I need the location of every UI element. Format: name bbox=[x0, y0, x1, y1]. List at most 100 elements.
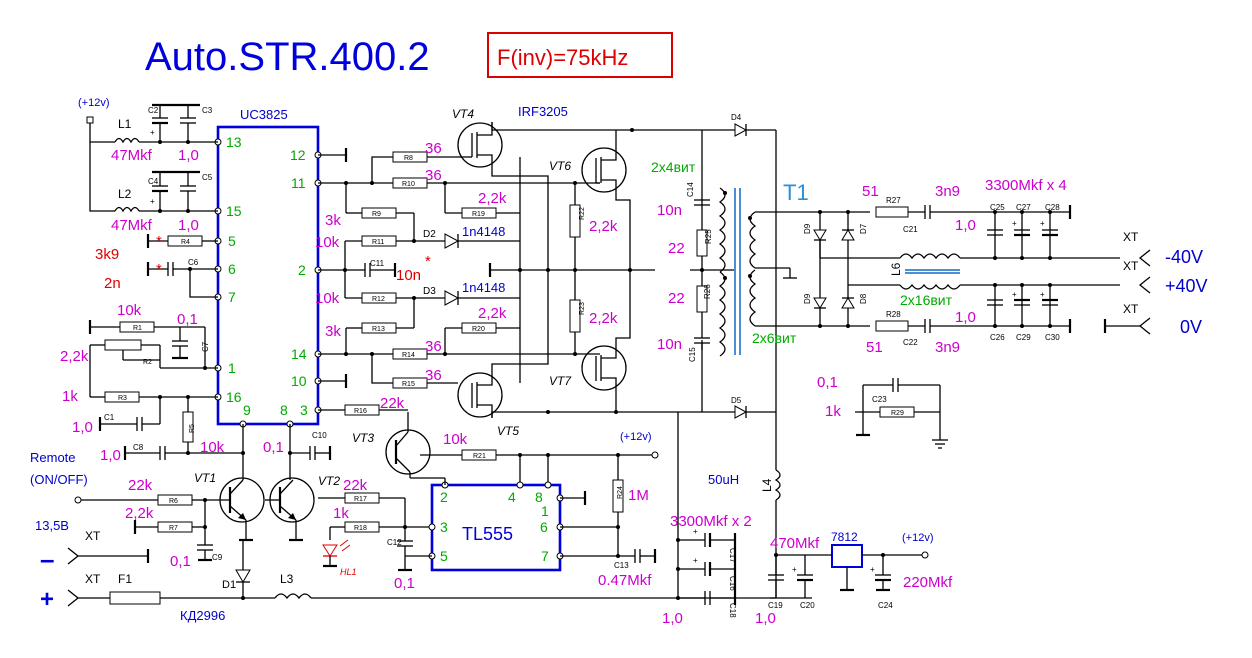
svg-text:C8: C8 bbox=[133, 443, 144, 452]
svg-text:3300Mkf x 4: 3300Mkf x 4 bbox=[985, 177, 1067, 194]
svg-text:D3: D3 bbox=[423, 286, 436, 297]
svg-text:C15: C15 bbox=[688, 347, 697, 362]
svg-text:C2: C2 bbox=[148, 106, 159, 115]
svg-text:R8: R8 bbox=[404, 155, 413, 162]
rectifier-output: D9 D7 D9 D8 L6 2x16вит R27 C21 51 3n9 R2… bbox=[803, 177, 1120, 356]
regulator-label: 7812 bbox=[831, 530, 858, 544]
svg-text:2,2k: 2,2k bbox=[125, 505, 154, 522]
svg-text:10k: 10k bbox=[443, 431, 468, 448]
svg-text:0.47Mkf: 0.47Mkf bbox=[598, 572, 652, 589]
svg-text:XT: XT bbox=[85, 572, 101, 586]
input-filter: (+12v) L1 47Mkf C2 + C3 1,0 L2 47Mkf C4 … bbox=[78, 97, 218, 234]
svg-text:L3: L3 bbox=[280, 572, 294, 586]
svg-text:D9: D9 bbox=[803, 223, 812, 234]
lower-gate-drive: R14 36 R15 36 R12 10k D3 1n4148 R13 3k R… bbox=[315, 263, 655, 389]
svg-text:R23: R23 bbox=[579, 302, 586, 315]
svg-text:(+12v): (+12v) bbox=[902, 532, 934, 544]
svg-text:1,0: 1,0 bbox=[662, 610, 683, 627]
svg-text:1,0: 1,0 bbox=[178, 217, 199, 234]
svg-text:C16: C16 bbox=[728, 576, 737, 591]
svg-text:5: 5 bbox=[440, 548, 448, 564]
svg-text:+: + bbox=[1040, 219, 1045, 228]
svg-text:R11: R11 bbox=[372, 239, 384, 246]
svg-text:R1: R1 bbox=[133, 325, 142, 332]
svg-text:C26: C26 bbox=[990, 333, 1005, 342]
svg-text:C19: C19 bbox=[768, 601, 783, 610]
svg-text:R29: R29 bbox=[891, 410, 904, 417]
svg-text:36: 36 bbox=[425, 167, 442, 184]
svg-text:R10: R10 bbox=[402, 181, 415, 188]
pin-2: 2 bbox=[298, 262, 306, 278]
svg-text:XT: XT bbox=[1123, 259, 1139, 273]
mosfet-bridge: VT4 IRF3205 VT6 VT7 VT5 R22 R23 2,2k 2,2… bbox=[452, 104, 702, 438]
svg-text:XT: XT bbox=[1123, 302, 1139, 316]
svg-text:C3: C3 bbox=[202, 106, 213, 115]
svg-text:3: 3 bbox=[440, 519, 448, 535]
svg-text:R27: R27 bbox=[886, 196, 901, 205]
svg-text:+: + bbox=[40, 586, 54, 613]
svg-text:C10: C10 bbox=[312, 431, 327, 440]
svg-text:22: 22 bbox=[668, 290, 685, 307]
svg-text:C13: C13 bbox=[614, 561, 629, 570]
svg-text:3k9: 3k9 bbox=[95, 246, 119, 263]
pin-8: 8 bbox=[280, 402, 288, 418]
svg-text:L4: L4 bbox=[760, 478, 774, 492]
svg-text:1,0: 1,0 bbox=[178, 147, 199, 164]
svg-text:R25: R25 bbox=[704, 229, 713, 244]
pin-6: 6 bbox=[228, 261, 236, 277]
svg-text:2,2k: 2,2k bbox=[478, 190, 507, 207]
svg-text:R6: R6 bbox=[169, 498, 178, 505]
svg-text:D7: D7 bbox=[859, 223, 868, 234]
svg-text:+: + bbox=[870, 565, 875, 574]
svg-text:6: 6 bbox=[540, 519, 548, 535]
svg-text:C30: C30 bbox=[1045, 333, 1060, 342]
pin-13: 13 bbox=[226, 134, 242, 150]
svg-text:+: + bbox=[150, 197, 155, 206]
svg-text:L1: L1 bbox=[118, 117, 132, 131]
svg-text:3k: 3k bbox=[325, 323, 341, 340]
pin-3: 3 bbox=[300, 402, 308, 418]
svg-text:22k: 22k bbox=[380, 395, 405, 412]
svg-text:VT4: VT4 bbox=[452, 107, 474, 121]
svg-text:L2: L2 bbox=[118, 187, 132, 201]
svg-text:VT5: VT5 bbox=[497, 424, 519, 438]
svg-text:10k: 10k bbox=[117, 302, 142, 319]
svg-text:50uH: 50uH bbox=[708, 472, 739, 487]
svg-text:1n4148: 1n4148 bbox=[462, 224, 505, 239]
svg-text:10k: 10k bbox=[200, 439, 225, 456]
svg-text:R13: R13 bbox=[372, 326, 385, 333]
svg-text:2x6вит: 2x6вит bbox=[752, 330, 797, 346]
upper-gate-drive: R8 36 R10 36 R9 3k R11 10k D2 1n4148 R19… bbox=[315, 140, 600, 270]
svg-text:0,1: 0,1 bbox=[394, 575, 415, 592]
svg-text:22k: 22k bbox=[128, 477, 153, 494]
feedback-network: R1 10k 0,1 C7 R2 2,2k R3 1k bbox=[60, 302, 245, 478]
svg-text:C29: C29 bbox=[1016, 333, 1031, 342]
svg-text:+: + bbox=[693, 527, 698, 536]
svg-text:1: 1 bbox=[541, 503, 549, 519]
svg-text:*: * bbox=[425, 253, 431, 270]
svg-text:13,5В: 13,5В bbox=[35, 518, 69, 533]
svg-text:2,2k: 2,2k bbox=[589, 310, 618, 327]
svg-text:+: + bbox=[792, 565, 797, 574]
svg-text:–: – bbox=[40, 544, 54, 574]
svg-text:R18: R18 bbox=[354, 525, 367, 532]
svg-text:IRF3205: IRF3205 bbox=[518, 104, 568, 119]
svg-text:C5: C5 bbox=[202, 173, 213, 182]
uc3825-chip bbox=[216, 125, 320, 426]
svg-text:470Mkf: 470Mkf bbox=[770, 535, 820, 552]
svg-text:1n4148: 1n4148 bbox=[462, 280, 505, 295]
pin-7: 7 bbox=[228, 289, 236, 305]
svg-text:C27: C27 bbox=[1016, 203, 1031, 212]
svg-text:R3: R3 bbox=[118, 395, 127, 402]
schematic-title: Auto.STR.400.2 bbox=[145, 35, 430, 79]
svg-text:1k: 1k bbox=[825, 403, 841, 420]
pin-5: 5 bbox=[228, 233, 236, 249]
transformer-t1: D4 D5 C14 R25 R26 C15 10n 22 22 10n 2x4в… bbox=[651, 113, 870, 470]
output-0v: 0V bbox=[1180, 317, 1202, 337]
svg-text:+: + bbox=[1040, 290, 1045, 299]
remote-label: Remote bbox=[30, 450, 76, 465]
frequency-label: F(inv)=75kHz bbox=[497, 45, 628, 70]
svg-text:36: 36 bbox=[425, 367, 442, 384]
svg-text:R20: R20 bbox=[472, 326, 485, 333]
svg-text:2,2k: 2,2k bbox=[60, 348, 89, 365]
